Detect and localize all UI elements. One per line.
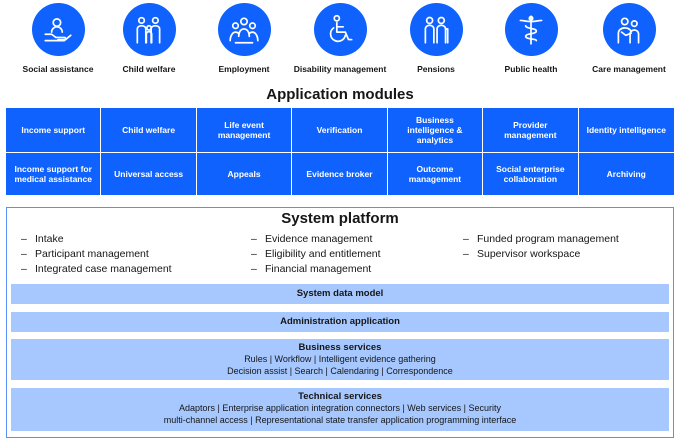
technical-services-band: Technical services Adaptors | Enterprise… <box>11 388 669 431</box>
platform-features-col-3: –Funded program management –Supervisor w… <box>463 232 619 262</box>
application-modules-grid: Income support Child welfare Life event … <box>6 108 674 196</box>
feature-item: –Supervisor workspace <box>463 248 581 260</box>
sector-public-health: Public health <box>483 3 579 74</box>
module-universal-access: Universal access <box>101 153 197 196</box>
sector-label: Child welfare <box>122 64 176 74</box>
sector-social-assistance: Social assistance <box>10 3 106 74</box>
business-services-line-1: Rules | Workflow | Intelligent evidence … <box>244 354 436 364</box>
group-icon <box>217 3 271 56</box>
platform-features-col-1: –Intake –Participant management –Integra… <box>21 232 172 277</box>
sector-label: Public health <box>504 64 558 74</box>
caduceus-icon <box>504 3 558 56</box>
administration-application-label: Administration application <box>280 316 400 327</box>
technical-services-line-2: multi-channel access | Representational … <box>163 415 517 425</box>
sector-child-welfare: Child welfare <box>101 3 197 74</box>
family-icon <box>122 3 176 56</box>
administration-application-band: Administration application <box>11 312 669 332</box>
module-outcome-management: Outcome management <box>387 153 484 196</box>
platform-features-col-2: –Evidence management –Eligibility and en… <box>251 232 381 277</box>
helping-hand-icon <box>31 3 85 56</box>
module-provider-management: Provider management <box>483 108 579 153</box>
module-appeals: Appeals <box>196 153 293 196</box>
module-social-enterprise-collaboration: Social enterprise collaboration <box>483 153 579 196</box>
feature-item: –Eligibility and entitlement <box>251 248 381 260</box>
elderly-couple-icon <box>409 3 463 56</box>
module-archiving: Archiving <box>578 153 674 196</box>
wheelchair-icon <box>313 3 367 56</box>
module-verification: Verification <box>292 108 388 153</box>
application-modules-title: Application modules <box>266 86 414 103</box>
technical-services-title: Technical services <box>298 391 382 402</box>
caregiver-icon <box>602 3 656 56</box>
feature-item: –Evidence management <box>251 233 373 245</box>
module-income-support: Income support <box>6 108 102 153</box>
sector-pensions: Pensions <box>388 3 484 74</box>
feature-item: –Intake <box>21 233 64 245</box>
sector-care-management: Care management <box>581 3 677 74</box>
feature-item: –Financial management <box>251 263 372 275</box>
sector-employment: Employment <box>196 3 292 74</box>
module-identity-intelligence: Identity intelligence <box>578 108 674 153</box>
sector-label: Disability management <box>293 64 387 74</box>
system-data-model-label: System data model <box>296 288 384 299</box>
module-income-support-medical: Income support for medical assistance <box>6 153 102 196</box>
sector-icons-row: Social assistance Child welfare <box>0 0 680 82</box>
technical-services-line-1: Adaptors | Enterprise application integr… <box>178 403 501 413</box>
module-life-event-management: Life event management <box>196 108 293 153</box>
system-platform-title: System platform <box>281 210 399 227</box>
sector-label: Social assistance <box>22 64 94 74</box>
sector-label: Employment <box>218 64 270 74</box>
feature-item: –Funded program management <box>463 233 619 245</box>
module-child-welfare: Child welfare <box>101 108 197 153</box>
sector-label: Pensions <box>417 64 455 74</box>
feature-item: –Integrated case management <box>21 263 172 275</box>
business-services-band: Business services Rules | Workflow | Int… <box>11 339 669 380</box>
sector-disability-management: Disability management <box>292 3 388 74</box>
business-services-line-2: Decision assist | Search | Calendaring |… <box>227 366 453 376</box>
module-business-intelligence: Business intelligence & analytics <box>387 108 484 153</box>
system-data-model-band: System data model <box>11 284 669 304</box>
module-evidence-broker: Evidence broker <box>292 153 388 196</box>
sector-label: Care management <box>592 64 666 74</box>
feature-item: –Participant management <box>21 248 149 260</box>
business-services-title: Business services <box>298 342 382 353</box>
system-platform-panel: System platform –Intake –Participant man… <box>6 207 674 438</box>
